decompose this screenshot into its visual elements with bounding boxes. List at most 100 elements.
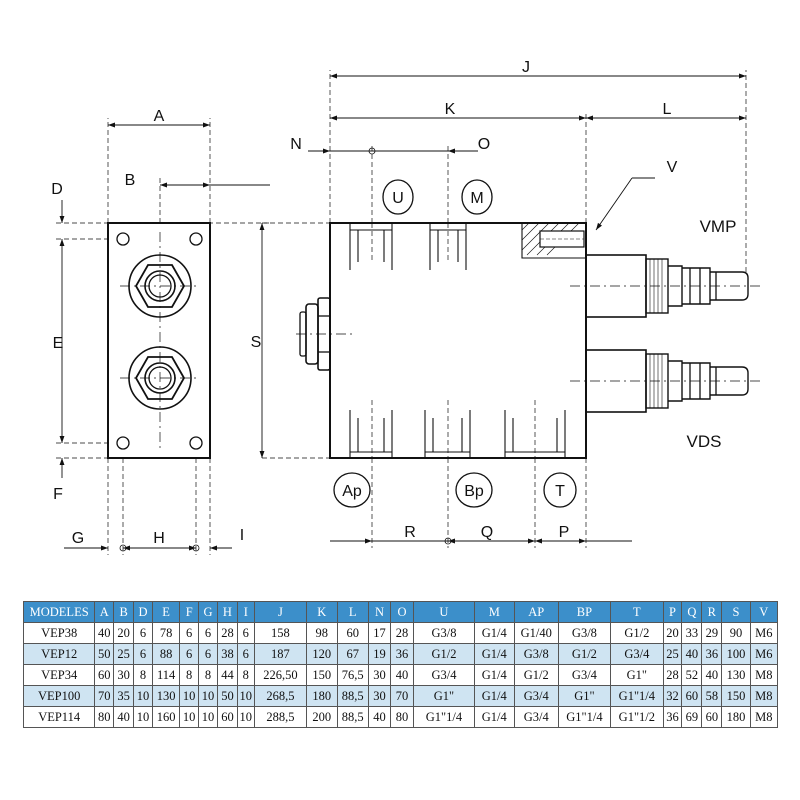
column-header: N — [367, 601, 391, 623]
table-cell: 67 — [336, 643, 369, 665]
table-cell: 40 — [681, 643, 703, 665]
column-header: B — [113, 601, 135, 623]
dim-label-q: Q — [481, 524, 493, 541]
table-cell: 130 — [151, 685, 181, 707]
port-ap-balloon — [333, 472, 371, 508]
table-cell: 60 — [94, 664, 115, 686]
dim-label-p: P — [559, 524, 570, 541]
table-cell: 8 — [198, 664, 218, 686]
column-header: AP — [513, 601, 559, 623]
top-ports — [349, 223, 467, 270]
column-header: F — [179, 601, 200, 623]
table-cell: 28 — [389, 622, 415, 644]
table-cell: G1" — [610, 664, 664, 686]
port-m-label: M — [470, 190, 483, 207]
table-cell: 33 — [681, 622, 703, 644]
table-cell: 70 — [94, 685, 115, 707]
table-cell: 10 — [198, 706, 218, 728]
table-cell: G1"1/4 — [557, 706, 612, 728]
table-cell: 150 — [721, 685, 751, 707]
table-cell: 90 — [721, 622, 751, 644]
column-header: H — [216, 601, 238, 623]
table-cell: 10 — [236, 706, 255, 728]
table-cell: 200 — [306, 706, 338, 728]
table-cell: 30 — [113, 664, 135, 686]
technical-drawing: A B D E F G H I J K L N O S V R Q P U M … — [51, 59, 760, 555]
vmp-label: VMP — [700, 217, 737, 236]
column-header: MODELES — [22, 601, 96, 623]
table-cell: M6 — [749, 622, 779, 644]
table-cell: 20 — [113, 622, 135, 644]
column-header: K — [306, 601, 338, 623]
dim-label-f: F — [53, 486, 63, 503]
table-cell: 6 — [179, 622, 200, 644]
table-cell: 6 — [198, 622, 218, 644]
dim-label-d: D — [51, 181, 63, 198]
table-cell: 25 — [113, 643, 135, 665]
table-cell: 180 — [306, 685, 338, 707]
table-cell: 10 — [179, 685, 200, 707]
column-header: Q — [681, 601, 703, 623]
table-cell: G3/8 — [413, 622, 475, 644]
mounting-hole — [189, 436, 203, 450]
table-cell: G1/4 — [473, 685, 515, 707]
column-header: M — [473, 601, 515, 623]
table-cell: G3/8 — [513, 643, 559, 665]
vds-label: VDS — [687, 432, 722, 451]
port-u-label: U — [392, 190, 404, 207]
table-cell: 130 — [721, 664, 751, 686]
table-cell: 29 — [701, 622, 723, 644]
column-header: P — [662, 601, 683, 623]
table-cell: 120 — [306, 643, 338, 665]
table-cell: 38 — [216, 643, 238, 665]
table-cell: 150 — [306, 664, 338, 686]
table-cell: 80 — [94, 706, 115, 728]
table-cell: 78 — [151, 622, 181, 644]
table-cell: G1/2 — [610, 622, 664, 644]
model-cell: VEP100 — [22, 685, 96, 707]
table-cell: M8 — [749, 706, 779, 728]
table-cell: 10 — [236, 685, 255, 707]
column-header: J — [253, 601, 308, 623]
table-cell: 36 — [389, 643, 415, 665]
dim-label-e: E — [53, 335, 64, 352]
table-cell: 60 — [336, 622, 369, 644]
table-cell: 6 — [133, 643, 153, 665]
table-cell: G3/4 — [513, 706, 559, 728]
table-cell: 35 — [113, 685, 135, 707]
dim-label-h: H — [153, 530, 165, 547]
front-plate — [107, 222, 211, 459]
table-cell: 69 — [681, 706, 703, 728]
mounting-hole — [116, 232, 130, 246]
table-cell: 17 — [367, 622, 391, 644]
port-bp-label: Bp — [464, 483, 484, 500]
side-view — [259, 70, 760, 548]
table-cell: 58 — [701, 685, 723, 707]
dim-label-s: S — [251, 334, 262, 351]
table-cell: 100 — [721, 643, 751, 665]
table-cell: G1/2 — [413, 643, 475, 665]
dim-label-i: I — [240, 527, 244, 544]
port-m-balloon — [461, 179, 493, 215]
table-cell: G1/4 — [473, 706, 515, 728]
table-cell: 25 — [662, 643, 683, 665]
table-cell: M8 — [749, 685, 779, 707]
table-cell: G1"1/4 — [610, 685, 664, 707]
dim-label-l: L — [663, 101, 672, 118]
mounting-hole — [189, 232, 203, 246]
table-cell: 10 — [133, 685, 153, 707]
model-cell: VEP12 — [22, 643, 96, 665]
table-cell: G1"1/4 — [413, 706, 475, 728]
table-cell: G3/4 — [513, 685, 559, 707]
table-cell: 10 — [198, 685, 218, 707]
port-u-balloon — [382, 179, 414, 215]
table-cell: G3/4 — [413, 664, 475, 686]
table-cell: 19 — [367, 643, 391, 665]
column-header: T — [610, 601, 664, 623]
column-header: I — [236, 601, 255, 623]
table-cell: 50 — [216, 685, 238, 707]
